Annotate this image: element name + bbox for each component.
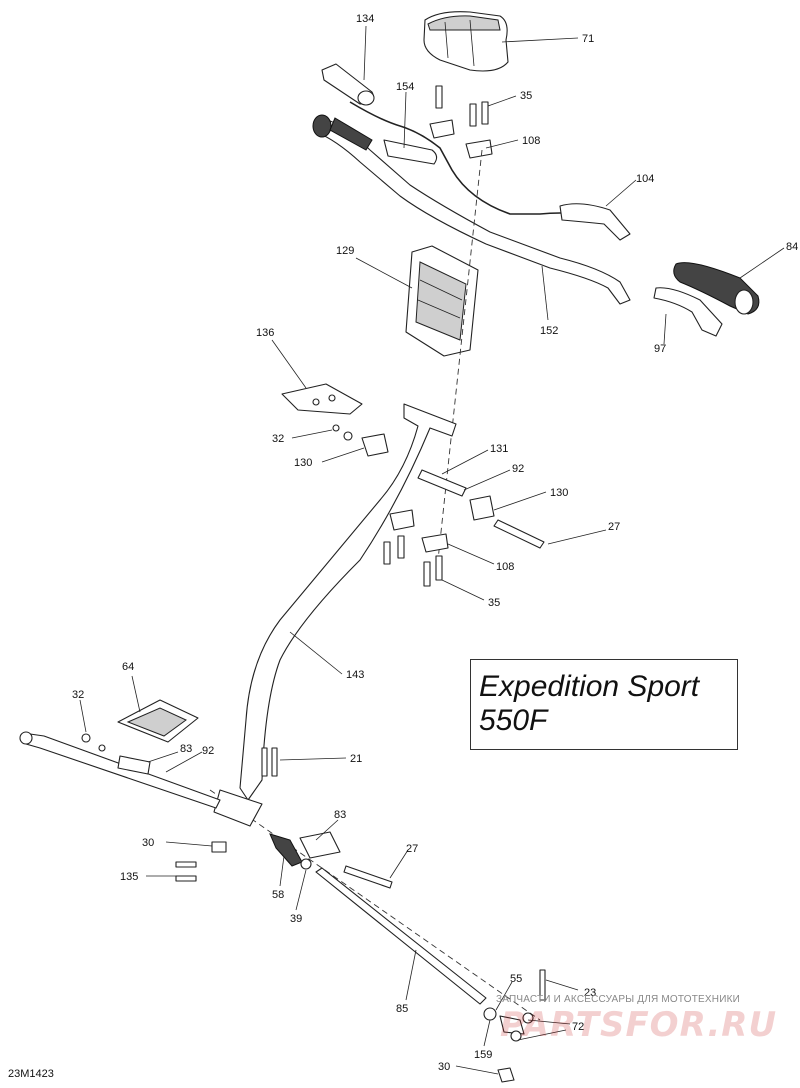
callout-30: 30 [142, 837, 154, 849]
callout-55: 55 [510, 973, 522, 985]
callout-32: 32 [272, 433, 284, 445]
assembly-axis-1 [437, 149, 483, 561]
part-27-bolt-lower [343, 865, 393, 889]
callout-32-lower: 32 [72, 689, 84, 701]
watermark-logo: PARTSFOR.RU [500, 1005, 778, 1045]
callout-30-lower: 30 [438, 1061, 450, 1073]
part-58-ball-joint [269, 833, 303, 867]
model-name-line-2: 550F [479, 704, 548, 737]
part-23-bolt [539, 969, 546, 1001]
callout-27: 27 [608, 521, 620, 533]
part-84-grip [673, 262, 760, 315]
part-131-bolt [417, 469, 467, 497]
callout-134: 134 [356, 13, 374, 25]
part-30-nut-lower [497, 1067, 515, 1083]
callout-131: 131 [490, 443, 508, 455]
callout-92: 92 [512, 463, 524, 475]
part-35-bolts-lower [383, 535, 443, 587]
leader-lines [79, 25, 785, 1075]
callout-83-lower: 83 [334, 809, 346, 821]
callout-130: 130 [294, 457, 312, 469]
callout-72: 72 [572, 1021, 584, 1033]
callout-23: 23 [584, 987, 596, 999]
callout-84: 84 [786, 241, 798, 253]
part-tie-rod-left [19, 731, 221, 809]
model-name-box: Expedition Sport 550F [470, 659, 738, 750]
part-134-grip-element [321, 63, 375, 106]
callout-135: 135 [120, 871, 138, 883]
part-108-clamp-top [429, 119, 493, 159]
callout-58: 58 [272, 889, 284, 901]
part-104-throttle-lever [559, 203, 631, 241]
part-85-tie-rod [315, 867, 487, 1005]
assembly-axis-2 [209, 789, 541, 1021]
callout-21: 21 [350, 753, 362, 765]
part-129-riser-block [405, 245, 479, 357]
part-130-clamp-left [332, 424, 389, 457]
callout-71: 71 [582, 33, 594, 45]
part-21-bolts [261, 747, 278, 777]
callout-92-lower: 92 [202, 745, 214, 757]
callout-64: 64 [122, 661, 134, 673]
part-83-lower-arm [299, 831, 341, 859]
callout-130-right: 130 [550, 487, 568, 499]
model-name-line-1: Expedition Sport [479, 670, 700, 703]
part-159-washer [483, 1007, 497, 1021]
watermark-tagline: ЗАПЧАСТИ И АКСЕССУАРЫ ДЛЯ МОТОТЕХНИКИ [496, 994, 741, 1005]
callout-27-lower: 27 [406, 843, 418, 855]
part-152-handlebar [312, 114, 631, 305]
part-97-grip-insert [653, 287, 723, 337]
part-136-plate [281, 383, 363, 415]
callout-35: 35 [520, 90, 532, 102]
callout-154: 154 [396, 81, 414, 93]
part-135-pins [175, 861, 197, 882]
diagram-code: 23M1423 [8, 1068, 54, 1080]
part-108-clamp-lower [389, 509, 449, 553]
callout-152: 152 [540, 325, 558, 337]
callout-108: 108 [522, 135, 540, 147]
part-30-nut-left [211, 841, 227, 853]
throttle-cable [349, 101, 581, 215]
callout-129: 129 [336, 245, 354, 257]
callout-97: 97 [654, 343, 666, 355]
callout-85: 85 [396, 1003, 408, 1015]
part-35-bolts-top [435, 85, 489, 127]
part-143-steering-column [213, 403, 457, 827]
callout-108-lower: 108 [496, 561, 514, 573]
callout-39: 39 [290, 913, 302, 925]
part-71-handlebar-pad [423, 11, 509, 72]
callout-labels: 134 71 154 35 108 104 129 84 152 97 136 … [72, 13, 798, 1073]
callout-83: 83 [180, 743, 192, 755]
callout-104: 104 [636, 173, 654, 185]
callout-143: 143 [346, 669, 364, 681]
part-64-cover [117, 699, 199, 743]
callout-35-lower: 35 [488, 597, 500, 609]
part-39-nut [300, 858, 312, 870]
part-154-housing [383, 139, 438, 165]
callout-159: 159 [474, 1049, 492, 1061]
part-130-clamp-right [469, 495, 545, 549]
callout-136: 136 [256, 327, 274, 339]
